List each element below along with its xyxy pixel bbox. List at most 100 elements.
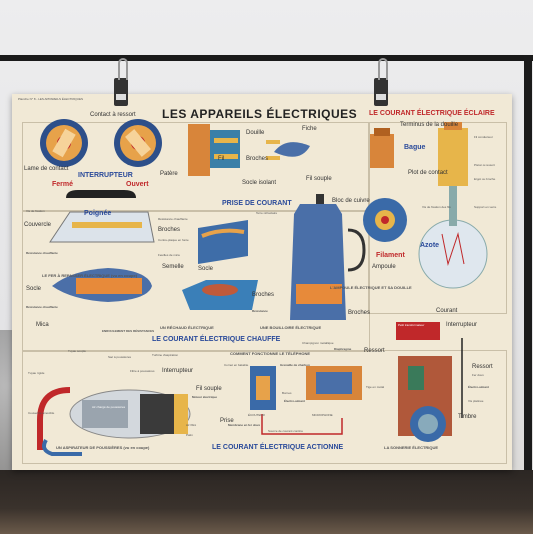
- label-fil-souple-asp: Fil souple: [196, 386, 222, 392]
- label-ampoule-caption: L'AMPOULE ÉLECTRIQUE ET SA DOUILLE: [330, 285, 412, 290]
- label-terminus: Terminus de la douille: [400, 122, 459, 128]
- poster: Planche N° 8 - LES APPAREILS ÉLECTRIQUES…: [12, 94, 512, 470]
- label-feuilles-mica: Feuilles de mica: [158, 253, 180, 257]
- bell-drawing: [396, 322, 463, 442]
- label-filtre: Filtre à poussières: [130, 369, 155, 373]
- label-vis-platinee: Vis platinée: [468, 399, 484, 403]
- illustrations-svg: [37, 119, 488, 456]
- label-turbine: Turbine d'aspiration: [152, 353, 179, 357]
- label-rechaud-resistance: Résistance: [252, 309, 268, 313]
- label-fil-conducteur: Fil conducteur: [474, 135, 493, 139]
- label-ergot: Ergot ou broche: [474, 177, 496, 181]
- label-interrupteur: INTERRUPTEUR: [78, 172, 133, 179]
- label-support-verre: Support en verre: [474, 205, 497, 209]
- label-patin: Patin: [186, 433, 193, 437]
- binder-clip-left: [114, 58, 128, 106]
- label-couvercle: Couvercle: [24, 222, 52, 228]
- label-piston: Piston à ressort: [474, 163, 495, 167]
- label-fiche: Fiche: [302, 126, 317, 132]
- label-prise: Prise: [220, 418, 234, 424]
- label-contre-plaque: Contre-plaque en fonte: [158, 238, 189, 242]
- label-bague: Bague: [404, 144, 426, 151]
- label-broches: Broches: [246, 156, 269, 162]
- label-aspirateur-caption: UN ASPIRATEUR DE POUSSIÈRES (vu en coupe…: [56, 445, 150, 450]
- label-bouilloire-broches: Broches: [348, 310, 371, 316]
- label-microphone: MICROPHONE: [312, 413, 333, 417]
- label-telephone-title: COMMENT FONCTIONNE LE TÉLÉPHONE: [230, 351, 310, 356]
- label-enroulement: ENROULEMENT DES RÉSISTANCES: [102, 329, 155, 333]
- label-fer-doux: Fer doux: [472, 373, 484, 377]
- label-bloc-cuivre: Bloc de cuivre: [332, 198, 370, 204]
- label-rechaud-caption: UN RÉCHAUD ÉLECTRIQUE: [160, 325, 214, 330]
- label-terre-refractaire: Terre réfractaire: [256, 211, 278, 215]
- telephone-drawing: [250, 366, 362, 435]
- switch-closed-drawing: [40, 119, 88, 167]
- label-rechaud-broches: Broches: [252, 292, 275, 298]
- label-electro-son: Électro-aimant: [468, 385, 489, 389]
- label-timbre: Timbre: [458, 414, 477, 420]
- label-poignee: Poignée: [84, 210, 112, 217]
- label-resistance-chauffante-top: Résistance chauffante: [158, 217, 188, 221]
- panel-actionne: [22, 350, 507, 464]
- panel-chauffe: [22, 210, 370, 352]
- switch-open-drawing: [114, 119, 162, 167]
- binder-clip-right: [374, 58, 388, 106]
- label-lame-contact: Lame de contact: [24, 166, 69, 172]
- label-mica: Mica: [36, 322, 49, 328]
- section-eclaire: LE COURANT ÉLECTRIQUE ÉCLAIRE: [369, 110, 495, 117]
- light-bulb-drawing: [370, 122, 488, 289]
- floor: [0, 470, 533, 534]
- label-courant: Courant: [436, 308, 458, 314]
- label-fer-broches: Broches: [158, 227, 181, 233]
- label-bouilloire-caption: UNE BOUILLOIRE ÉLECTRIQUE: [260, 325, 322, 330]
- label-patere: Patère: [160, 171, 178, 177]
- panel-top-left: [22, 122, 370, 212]
- frame-top-bar: [0, 55, 533, 61]
- plug-socket-drawing: [188, 124, 310, 176]
- label-resistance-chauffante-left: Résistance chauffante: [26, 251, 58, 255]
- label-filament: Filament: [376, 252, 405, 259]
- label-resistance-chauffante-bottom: Résistance chauffante: [26, 305, 58, 309]
- label-ressort-tel: Ressort: [364, 348, 385, 354]
- label-champignon: Champignon métallique: [302, 341, 334, 345]
- vacuum-drawing: [37, 387, 191, 456]
- label-sac: Sac à poussières: [108, 355, 132, 359]
- copper-block-drawing: [363, 198, 407, 242]
- label-socle-isolant: Socle isolant: [242, 180, 277, 186]
- label-fer-vis: Vis de fixation: [26, 209, 45, 213]
- label-contact-ressort: Contact à ressort: [90, 112, 136, 118]
- iron-drawing: [49, 190, 155, 302]
- label-rechaud-socle: Socle: [198, 266, 214, 272]
- label-prise-courant: PRISE DE COURANT: [222, 200, 292, 207]
- label-ecouteur: ÉCOUTEUR: [248, 413, 265, 417]
- label-fer-caption: LE FER À REPASSER ÉLECTRIQUE (vu en coup…: [42, 273, 138, 278]
- label-air-filtre: Air filtré: [186, 423, 197, 427]
- frame-right-bar: [524, 55, 532, 534]
- label-ouvert: Ouvert: [126, 181, 149, 188]
- kettle-drawing: [290, 194, 366, 320]
- label-electro-tel: Électro-aimant: [284, 399, 305, 403]
- label-vis-fixation: Vis de fixation des fils: [422, 205, 451, 209]
- label-interrupteur-son: Interrupteur: [446, 322, 478, 328]
- label-tuyau-rigide: Tuyau rigide: [28, 371, 45, 375]
- label-ampoule: Ampoule: [372, 264, 396, 270]
- label-azote: Azote: [420, 242, 440, 249]
- label-moteur: Moteur électrique: [192, 395, 218, 399]
- label-semelle: Semelle: [162, 264, 184, 270]
- label-fer-socle: Socle: [26, 286, 42, 292]
- label-fil: Fil: [218, 156, 225, 162]
- label-diaphragme: Diaphragme: [334, 347, 352, 351]
- section-chauffe: LE COURANT ÉLECTRIQUE CHAUFFE: [152, 336, 281, 343]
- label-cornet: Cornet en bakélite: [224, 363, 249, 367]
- label-interrupteur-asp: Interrupteur: [162, 368, 194, 374]
- poster-title: LES APPAREILS ÉLECTRIQUES: [162, 107, 358, 121]
- label-plot-contact: Plot de contact: [408, 170, 448, 176]
- label-source: Source de courant continu: [268, 429, 304, 433]
- label-grenaille: Grenaille de charbon: [280, 363, 310, 367]
- label-tige: Tige en métal: [366, 385, 385, 389]
- label-bornes: Bornes: [282, 391, 292, 395]
- label-air-charge: Air chargé de poussières: [92, 405, 126, 409]
- label-fil-souple: Fil souple: [306, 176, 332, 182]
- label-sonnerie-caption: LA SONNERIE ÉLECTRIQUE: [384, 445, 439, 450]
- label-ressort-son: Ressort: [472, 364, 493, 370]
